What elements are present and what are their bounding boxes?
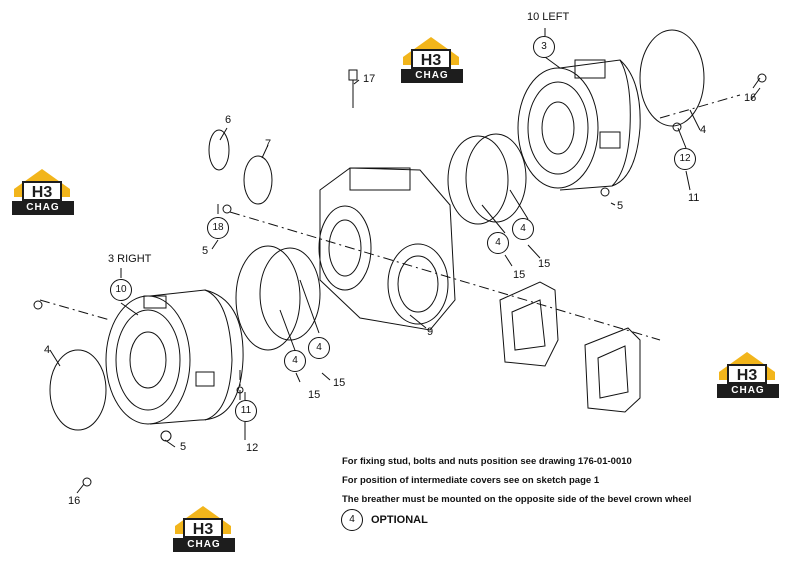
- callout-5: 5: [202, 245, 209, 257]
- balloon-10: 10: [110, 279, 132, 301]
- callout-9: 9: [427, 326, 434, 338]
- callout-16: 16: [744, 92, 757, 104]
- balloon-4: 4: [487, 232, 509, 254]
- balloon-12: 12: [674, 148, 696, 170]
- callout-15: 15: [513, 269, 526, 281]
- balloon-4: 4: [512, 218, 534, 240]
- callout-5: 5: [180, 441, 187, 453]
- balloon-11: 11: [235, 400, 257, 422]
- callout-3-right: 3 RIGHT: [108, 253, 152, 265]
- balloon-3: 3: [533, 36, 555, 58]
- callout-15: 15: [538, 258, 551, 270]
- balloon-4: 4: [308, 337, 330, 359]
- callout-15: 15: [333, 377, 346, 389]
- callout-5: 5: [617, 200, 624, 212]
- callout-15: 15: [308, 389, 321, 401]
- optional-balloon: 4: [341, 509, 363, 531]
- note-intermediate-covers: For position of intermediate covers see …: [342, 475, 600, 486]
- callout-12: 12: [246, 442, 259, 454]
- callout-7: 7: [265, 138, 272, 150]
- callout-6: 6: [225, 114, 232, 126]
- balloon-4: 4: [284, 350, 306, 372]
- callout-4: 4: [700, 124, 707, 136]
- callout-11: 11: [688, 192, 700, 204]
- callout-16: 16: [68, 495, 81, 507]
- callout-17: 17: [363, 73, 376, 85]
- callout-10-left: 10 LEFT: [527, 11, 570, 23]
- callout-4: 4: [44, 344, 51, 356]
- note-fixing-stud: For fixing stud, bolts and nuts position…: [342, 456, 632, 467]
- optional-label: OPTIONAL: [371, 514, 428, 526]
- balloon-18: 18: [207, 217, 229, 239]
- note-breather: The breather must be mounted on the oppo…: [342, 494, 692, 505]
